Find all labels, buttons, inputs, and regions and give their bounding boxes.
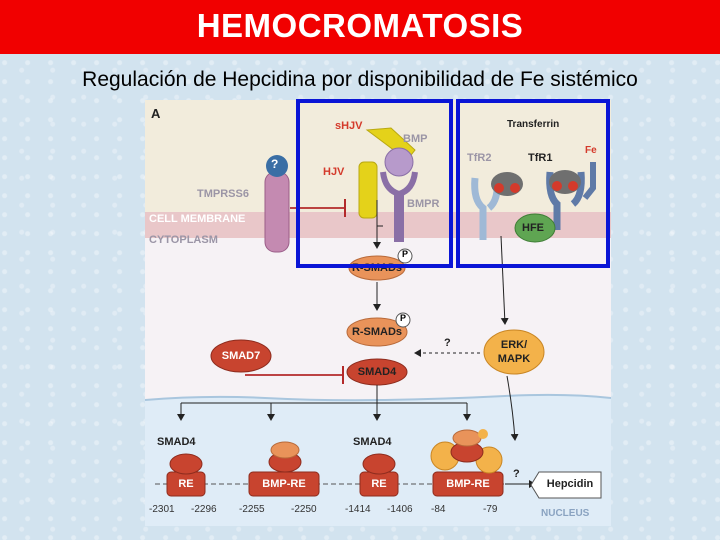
smad4-label-complex: SMAD4 (357, 366, 397, 378)
bmp-label: BMP (403, 133, 428, 145)
diagram-graphics (145, 100, 611, 526)
membrane-label: CELL MEMBRANE (149, 213, 246, 225)
shjv-label: sHJV (335, 120, 363, 132)
hfe-label: HFE (522, 222, 544, 234)
smad4-label-right: SMAD4 (353, 436, 392, 448)
erk-label: ERK/ (500, 339, 528, 351)
page-subtitle: Regulación de Hepcidina por disponibilid… (82, 68, 638, 91)
phospho-icon (397, 248, 413, 264)
unknown-icon (266, 155, 288, 177)
hjv-protein (358, 161, 378, 219)
bmp-re-element-2 (432, 471, 504, 497)
nucleus-label: NUCLEUS (541, 508, 590, 519)
unknown-mark: ? (271, 157, 279, 171)
phospho-label-2: P (400, 313, 407, 323)
hepcidin-regulation-diagram: A sHJV BMP HJV BMPR TMPRSS6 ? CELL MEMBR… (145, 100, 611, 526)
smad7-protein (210, 339, 272, 373)
re-label-1: RE (178, 478, 194, 490)
fe-label: Fe (585, 145, 597, 156)
title-bar (0, 0, 720, 54)
hjv-label: HJV (323, 166, 345, 178)
r-smads-top (348, 255, 406, 281)
position-label: -2296 (191, 504, 217, 515)
smad7-label: SMAD7 (221, 350, 261, 362)
page-title: HEMOCROMATOSIS (196, 7, 524, 44)
tmprss6-protein (264, 171, 290, 253)
highlight-box-bmp-pathway (296, 99, 453, 268)
bmpr-receptor (394, 192, 404, 242)
panel-label: A (151, 106, 161, 121)
extracellular-region (145, 100, 611, 212)
position-label: -2255 (239, 504, 265, 515)
bmp-ligand (384, 147, 414, 177)
tfr1-receptor (546, 171, 585, 230)
question-mark-1: ? (444, 337, 451, 349)
r-smads-complex (346, 317, 408, 347)
hepcidin-gene (530, 471, 602, 499)
position-label: -2301 (149, 504, 175, 515)
bmp-re-label-2: BMP-RE (446, 478, 490, 490)
position-label: -2250 (291, 504, 317, 515)
question-mark-2: ? (513, 468, 520, 480)
phospho-label-1: P (402, 249, 409, 259)
smad4-label-left: SMAD4 (157, 436, 196, 448)
position-label: -84 (431, 504, 446, 515)
cytoplasm-label: CYTOPLASM (149, 234, 218, 246)
position-label: -79 (483, 504, 498, 515)
highlight-box-transferrin-pathway (456, 99, 610, 268)
bmpr-label: BMPR (407, 198, 440, 210)
position-label: -1414 (345, 504, 371, 515)
erk-mapk-protein (483, 329, 545, 375)
hfe-protein (514, 213, 556, 243)
re-label-2: RE (371, 478, 387, 490)
tmprss6-label: TMPRSS6 (197, 188, 249, 200)
position-label: -1406 (387, 504, 413, 515)
bmp-re-label-1: BMP-RE (262, 478, 306, 490)
mapk-label: MAPK (497, 353, 531, 365)
r-smads-label-2: R-SMADs (351, 326, 403, 338)
transferrin-label: Transferrin (507, 119, 560, 130)
tfr1-label: TfR1 (528, 152, 553, 164)
tfr2-label: TfR2 (467, 152, 492, 164)
hepcidin-label: Hepcidin (546, 478, 594, 490)
